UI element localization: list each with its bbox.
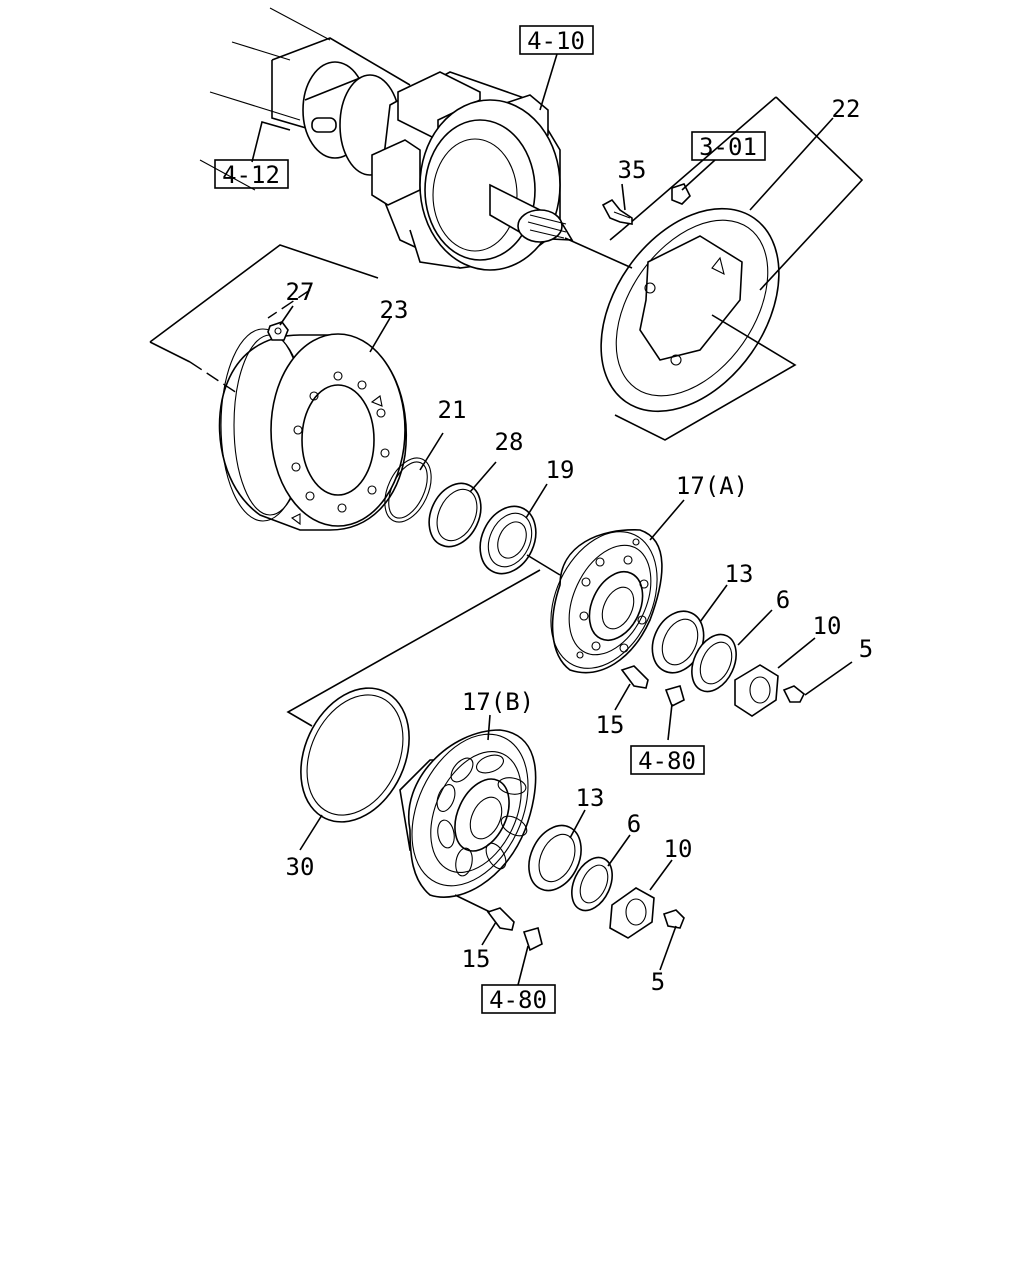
leader-19 — [525, 483, 548, 519]
ref-text: 4-80 — [638, 747, 696, 775]
label-6-lower: 6 — [627, 810, 641, 838]
bracket-23-dashed-b — [267, 289, 311, 319]
label-13-lower: 13 — [576, 784, 605, 812]
snap-ring — [384, 457, 432, 523]
label-13-upper: 13 — [725, 560, 754, 588]
leader-15-upper — [614, 683, 631, 711]
ref-text: 4-10 — [527, 27, 585, 55]
stud-15-upper — [620, 665, 649, 689]
leader-13-upper — [699, 584, 728, 623]
leader-6-lower — [607, 834, 631, 867]
wheel-nut-lower — [522, 927, 543, 952]
leader-27 — [279, 305, 294, 326]
leader-28 — [469, 461, 497, 493]
bracket-22-left-tick — [609, 229, 623, 241]
brake-drum — [218, 328, 408, 531]
leader-6-upper — [737, 609, 773, 646]
leader-10-lower — [649, 859, 673, 891]
ref-text: 4-12 — [222, 161, 280, 189]
leader-4-80-upper — [667, 703, 673, 741]
label-35: 35 — [618, 156, 647, 184]
label-30: 30 — [286, 853, 315, 881]
axle-housing — [199, 7, 574, 271]
leader-15-lower — [481, 921, 497, 946]
backing-plate — [600, 207, 780, 413]
leader-17b — [487, 714, 491, 741]
hub-b-leader — [286, 569, 541, 727]
leader-23 — [369, 317, 391, 353]
leader-30 — [299, 814, 323, 851]
label-21: 21 — [438, 396, 467, 424]
bearing-13-lower — [528, 824, 582, 892]
leader-4-10 — [539, 53, 558, 111]
ref-text: 4-80 — [489, 986, 547, 1014]
ref-box-3-01: 3-01 — [691, 131, 766, 161]
leader-22 — [749, 117, 834, 211]
ref-box-4-80-upper: 4-80 — [630, 745, 705, 775]
axle-center-line — [564, 237, 633, 269]
bolt-35 — [601, 198, 633, 225]
hub-a-center-line — [526, 554, 561, 576]
nut-10-lower — [609, 887, 655, 939]
ref-box-4-80-lower: 4-80 — [481, 984, 556, 1014]
leader-17a — [649, 499, 685, 541]
clip-3-01 — [671, 183, 691, 205]
bolt-5-lower — [662, 909, 685, 929]
leader-21 — [419, 432, 444, 471]
label-19: 19 — [546, 456, 575, 484]
bolt-5-upper — [782, 685, 806, 703]
label-10-upper: 10 — [813, 612, 842, 640]
label-23: 23 — [380, 296, 409, 324]
ref-box-4-10: 4-10 — [519, 25, 594, 55]
leader-35 — [621, 183, 626, 211]
bracket-23-dashed-a — [189, 361, 241, 396]
ref-text: 3-01 — [699, 133, 757, 161]
hub-b-stud-line — [454, 894, 491, 913]
label-17b: 17(B) — [462, 688, 534, 716]
leader-10-upper — [777, 637, 816, 669]
label-6-upper: 6 — [776, 586, 790, 614]
label-10-lower: 10 — [664, 835, 693, 863]
leader-4-80-lower — [517, 945, 529, 986]
label-22: 22 — [832, 95, 861, 123]
leader-3-01 — [681, 159, 716, 191]
bearing-19 — [479, 505, 537, 575]
label-5-upper: 5 — [859, 635, 873, 663]
stud-15-lower — [486, 907, 515, 931]
oil-seal — [428, 482, 482, 548]
leader-4-12 — [251, 121, 291, 163]
label-15-lower: 15 — [462, 945, 491, 973]
ref-box-4-12: 4-12 — [214, 159, 289, 189]
label-5-lower: 5 — [651, 968, 665, 996]
label-28: 28 — [495, 428, 524, 456]
leader-5-upper — [804, 661, 853, 696]
bracket-23-left — [149, 341, 191, 363]
hub-a — [550, 529, 663, 674]
bracket-22-right — [759, 96, 864, 291]
nut-27 — [267, 321, 289, 341]
label-15-upper: 15 — [596, 711, 625, 739]
bracket-22-left — [621, 96, 777, 231]
bracket-23-top — [149, 244, 379, 343]
washer-6-lower — [571, 856, 613, 912]
hub-b — [399, 729, 537, 898]
label-27: 27 — [286, 278, 315, 306]
label-17a: 17(A) — [676, 472, 748, 500]
bracket-22-bottom — [614, 314, 797, 441]
wheel-nut-upper — [664, 685, 685, 708]
nut-10-upper — [734, 664, 779, 717]
leader-13-lower — [569, 809, 586, 839]
washer-6-upper — [691, 633, 737, 693]
seal-ring-30 — [300, 687, 410, 823]
leader-5-lower — [659, 925, 677, 971]
